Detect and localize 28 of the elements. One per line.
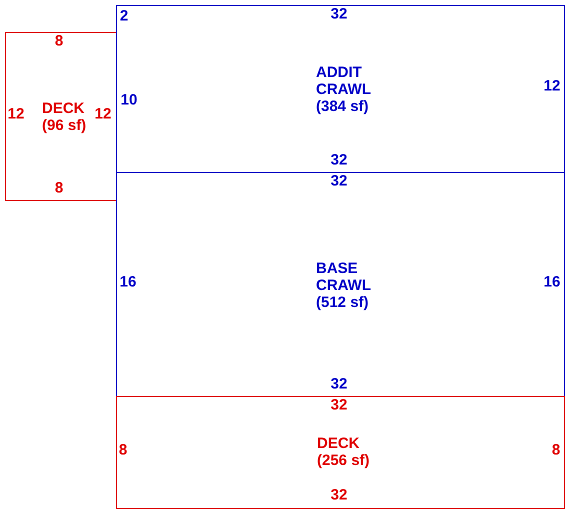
dimension-label: 8 <box>118 442 128 458</box>
room-outline <box>116 396 565 509</box>
room-outline <box>116 5 565 173</box>
dimension-label: 12 <box>94 106 112 122</box>
dimension-label: 8 <box>54 32 64 50</box>
area-label: (256 sf) <box>317 452 371 469</box>
dimension-label: 2 <box>120 8 128 24</box>
dimension-label: 32 <box>330 486 348 504</box>
dimension-label: 32 <box>330 396 348 414</box>
room-name: BASE CRAWL <box>316 260 372 294</box>
room-outline <box>116 172 565 397</box>
dimension-label: 12 <box>544 78 560 94</box>
area-label: (384 sf) <box>316 98 370 115</box>
area-label: (96 sf) <box>42 117 88 134</box>
room-outline <box>5 32 117 201</box>
room-name: ADDIT CRAWL <box>316 64 372 98</box>
dimension-label: 8 <box>54 180 64 196</box>
room-name: DECK <box>317 435 361 452</box>
dimension-label: 8 <box>552 442 560 458</box>
dimension-label: 32 <box>330 172 348 190</box>
dimension-label: 10 <box>120 92 138 108</box>
dimension-label: 12 <box>8 106 24 122</box>
dimension-label: 32 <box>330 152 348 168</box>
dimension-label: 32 <box>330 376 348 392</box>
dimension-label: 16 <box>544 274 560 290</box>
dimension-label: 32 <box>330 6 348 22</box>
area-label: (512 sf) <box>316 294 370 311</box>
dimension-label: 16 <box>120 274 136 290</box>
